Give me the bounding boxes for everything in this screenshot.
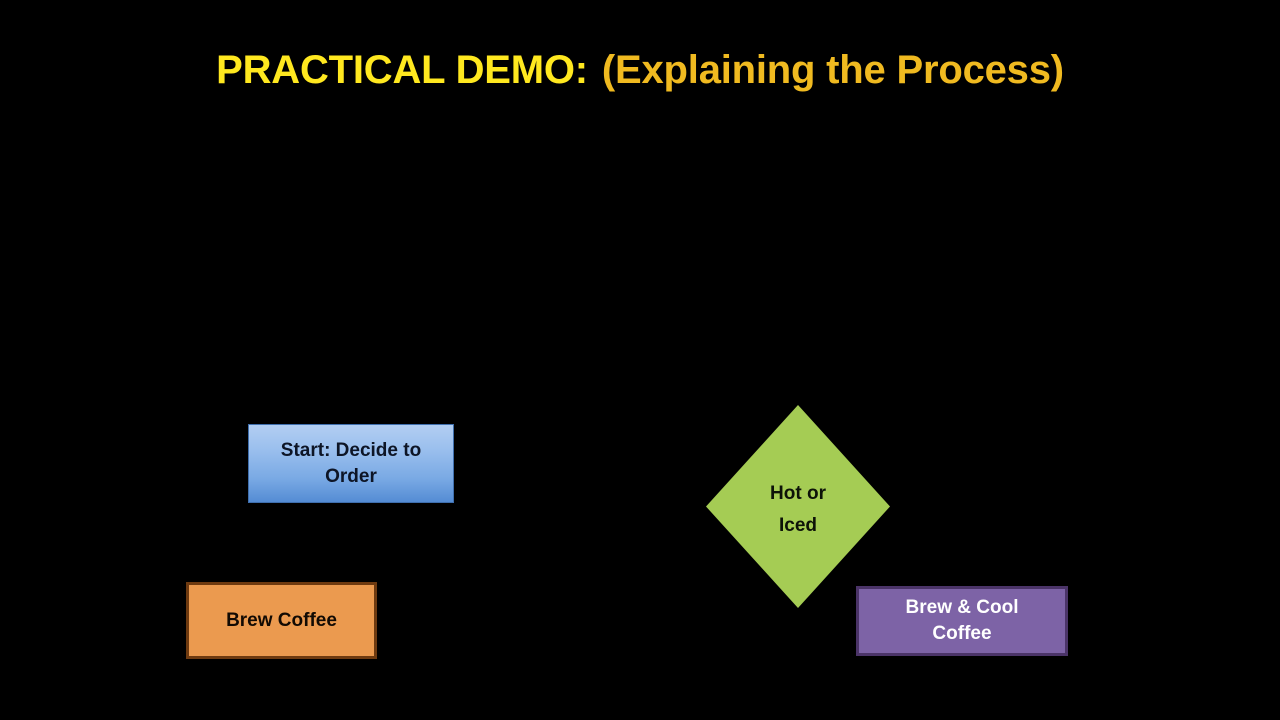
flowchart-node-brew-cool-coffee-label-line1: Brew & Cool bbox=[905, 597, 1019, 618]
flowchart-node-brew-cool-coffee[interactable]: Brew & Cool Coffee bbox=[856, 586, 1068, 656]
diamond-shape-icon bbox=[706, 405, 890, 608]
title-main-text: PRACTICAL DEMO: bbox=[216, 48, 588, 92]
flowchart-node-start-label: Start: Decide to Order bbox=[280, 439, 422, 487]
flowchart-node-decision-label: Hot or Iced bbox=[706, 405, 890, 608]
flowchart-node-decision-label-line2: Iced bbox=[778, 515, 818, 536]
flowchart-node-start[interactable]: Start: Decide to Order bbox=[248, 424, 454, 503]
flowchart-node-brew-cool-coffee-label-line2: Coffee bbox=[932, 623, 992, 644]
flowchart-node-decision-hot-or-iced[interactable]: Hot or Iced bbox=[706, 405, 890, 608]
flowchart-node-decision-label-line1: Hot or bbox=[770, 483, 826, 504]
flowchart-node-brew-coffee-label: Brew Coffee bbox=[226, 609, 337, 631]
flowchart-node-brew-coffee[interactable]: Brew Coffee bbox=[186, 582, 377, 659]
page-title: PRACTICAL DEMO: (Explaining the Process) bbox=[0, 46, 1280, 94]
title-sub-text: (Explaining the Process) bbox=[601, 48, 1064, 92]
